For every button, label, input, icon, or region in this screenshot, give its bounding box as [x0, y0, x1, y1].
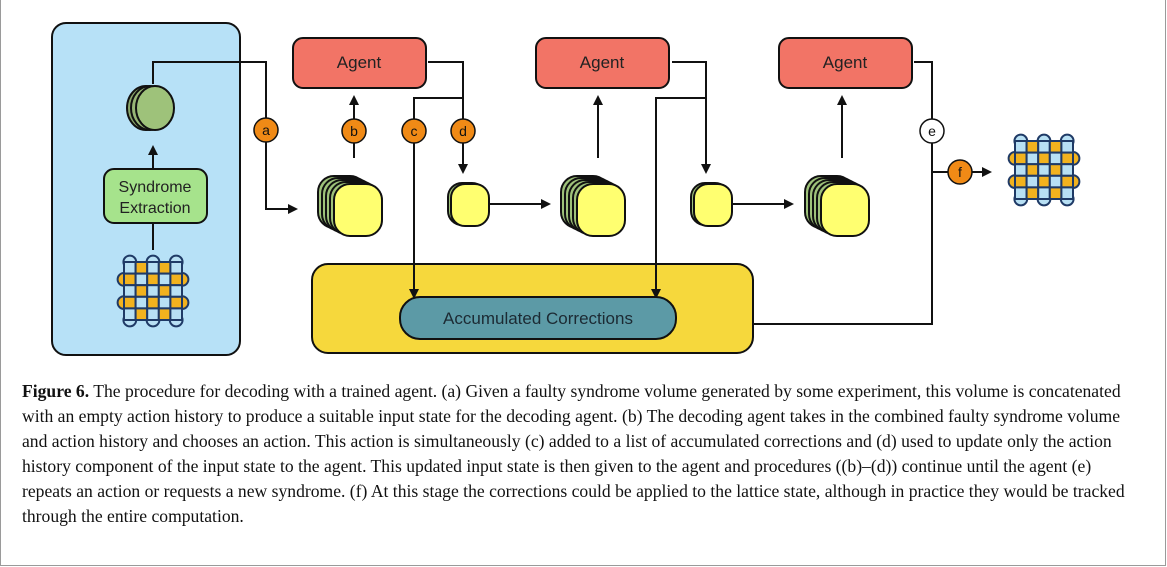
- input-state-stack-3: [804, 175, 870, 237]
- syndrome-extraction-line2: Extraction: [119, 200, 190, 217]
- lattice-cell: [1025, 186, 1040, 200]
- lattice-cell: [1060, 151, 1075, 166]
- lattice-cell: [1060, 186, 1075, 200]
- output-lattice-icon: [1007, 133, 1081, 207]
- lattice-cell: [1025, 174, 1040, 189]
- input-state-stack-2: [560, 175, 626, 237]
- lattice-cell: [169, 295, 183, 310]
- lattice-cell: [1037, 174, 1051, 189]
- action-history-node-1: [447, 182, 490, 227]
- agent-label-1: Agent: [337, 53, 382, 72]
- lattice-cell: [1014, 151, 1028, 166]
- accumulated-corrections-label: Accumulated Corrections: [443, 309, 633, 328]
- lattice-cell: [169, 284, 183, 298]
- lattice-cell: [1014, 140, 1028, 154]
- lattice-cell: [1014, 186, 1028, 200]
- lattice-cell: [1025, 140, 1040, 154]
- lattice-cell: [157, 284, 172, 298]
- lattice-cell: [1048, 163, 1063, 177]
- svg-text:d: d: [459, 123, 467, 139]
- lattice-cell: [1048, 151, 1063, 166]
- lattice-cell: [1014, 163, 1028, 177]
- syndrome-volume-icon: [126, 85, 175, 131]
- lattice-cell: [1025, 163, 1040, 177]
- agent-box-3: Agent: [778, 37, 913, 89]
- lattice-cell: [1014, 174, 1028, 189]
- stack-layer: [333, 183, 383, 237]
- lattice-cell: [146, 307, 160, 321]
- lattice-cell: [123, 307, 137, 321]
- marker-e: e: [919, 118, 945, 144]
- syndrome-extraction-line1: Syndrome: [119, 179, 192, 196]
- figure-caption: Figure 6. The procedure for decoding wit…: [22, 379, 1142, 529]
- lattice-cell: [134, 284, 149, 298]
- syndrome-extraction-box: Syndrome Extraction: [103, 168, 208, 224]
- marker-f: f: [947, 159, 973, 185]
- lattice-cell: [123, 261, 137, 275]
- accumulated-corrections-box: Accumulated Corrections: [399, 296, 677, 340]
- lattice-cell: [146, 284, 160, 298]
- marker-c: c: [401, 118, 427, 144]
- lattice-cell: [134, 261, 149, 275]
- svg-text:e: e: [928, 123, 936, 139]
- marker-d: d: [450, 118, 476, 144]
- marker-b: b: [341, 118, 367, 144]
- figure-label: Figure 6.: [22, 381, 90, 401]
- lattice-cell: [123, 272, 137, 287]
- lattice-cell: [134, 272, 149, 287]
- lattice-cell: [157, 307, 172, 321]
- decoding-procedure-diagram: Agent Agent Agent Syndrome Extraction Ac…: [51, 22, 1081, 356]
- lattice-cell: [1037, 186, 1051, 200]
- action-history-node-2: [690, 182, 733, 227]
- lattice-cell: [169, 272, 183, 287]
- lattice-cell: [146, 272, 160, 287]
- lattice-cell: [157, 261, 172, 275]
- svg-text:c: c: [411, 123, 418, 139]
- lattice-cell: [1048, 186, 1063, 200]
- input-state-stack-1: [317, 175, 383, 237]
- lattice-cell: [1060, 163, 1075, 177]
- lattice-cell: [1025, 151, 1040, 166]
- lattice-cell: [123, 295, 137, 310]
- lattice-cell: [146, 295, 160, 310]
- lattice-cell: [169, 261, 183, 275]
- caption-text: The procedure for decoding with a traine…: [22, 381, 1125, 526]
- agent-label-3: Agent: [823, 53, 868, 72]
- lattice-cell: [1060, 174, 1075, 189]
- agent-label-2: Agent: [580, 53, 625, 72]
- lattice-cell: [123, 284, 137, 298]
- lattice-cell: [134, 307, 149, 321]
- lattice-cell: [1037, 163, 1051, 177]
- svg-text:b: b: [350, 123, 358, 139]
- lattice-cell: [157, 272, 172, 287]
- svg-text:f: f: [958, 164, 962, 180]
- lattice-cell: [134, 295, 149, 310]
- lattice-cell: [1048, 174, 1063, 189]
- lattice-cell: [1048, 140, 1063, 154]
- lattice-cell: [1037, 140, 1051, 154]
- input-lattice-icon: [116, 254, 190, 328]
- agent-box-2: Agent: [535, 37, 670, 89]
- lattice-cell: [157, 295, 172, 310]
- lattice-cell: [1037, 151, 1051, 166]
- lattice-cell: [146, 261, 160, 275]
- lattice-cell: [169, 307, 183, 321]
- svg-text:a: a: [262, 122, 270, 138]
- agent-box-1: Agent: [292, 37, 427, 89]
- marker-a: a: [253, 117, 279, 143]
- stack-layer: [820, 183, 870, 237]
- lattice-cell: [1060, 140, 1075, 154]
- stack-layer: [576, 183, 626, 237]
